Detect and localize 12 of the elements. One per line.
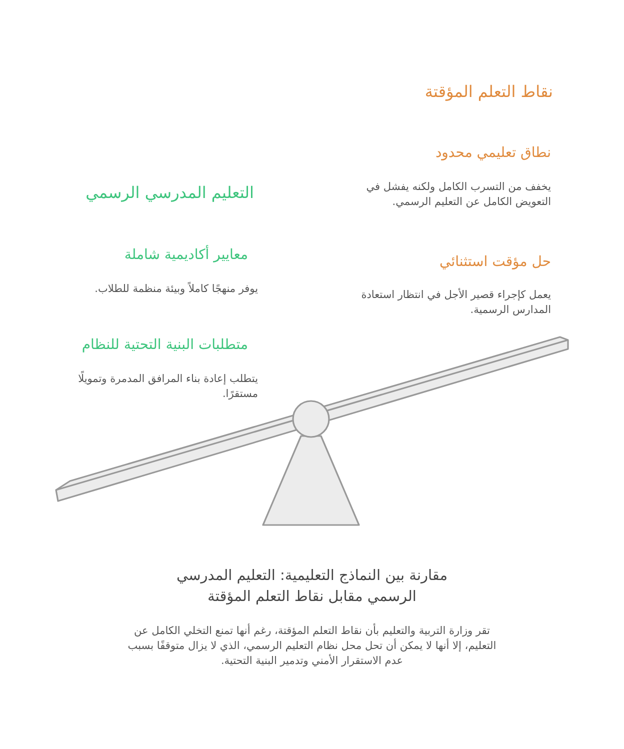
caption: تقر وزارة التربية والتعليم بأن نقاط التعلم المؤقتة، رغم أنها تمنع التخلي الكامل عن التعليم، إلا أنها لا يمكن أن تحل محل نظام التعليم الرسمي، الذي لا يزال متوقفًا بسبب عدم الاستقرار الأمني وتدمير البنية التحتية.: [126, 624, 498, 670]
point-heading: معايير أكاديمية شاملة: [124, 245, 248, 265]
point-heading: حل مؤقت استثنائي: [440, 253, 551, 272]
point-heading: متطلبات البنية التحتية للنظام: [82, 336, 248, 355]
point-description: يعمل كإجراء قصير الأجل في انتظار استعادة المدارس الرسمية.: [360, 288, 551, 318]
point-heading: نطاق تعليمي محدود: [435, 144, 551, 163]
group-heading: التعليم المدرسي الرسمي: [86, 182, 254, 204]
point-description: يوفر منهجًا كاملاً وبيئة منظمة للطلاب.: [94, 282, 258, 297]
point-description: يتطلب إعادة بناء المرافق المدمرة وتمويلًا مستقرًا.: [58, 372, 258, 402]
group-heading: نقاط التعلم المؤقتة: [424, 81, 553, 103]
point-description: يخفف من التسرب الكامل ولكنه يفشل في التعويض الكامل عن التعليم الرسمي.: [365, 180, 551, 210]
title: مقارنة بين النماذج التعليمية: التعليم المدرسي الرسمي مقابل نقاط التعلم المؤقتة: [176, 567, 448, 608]
